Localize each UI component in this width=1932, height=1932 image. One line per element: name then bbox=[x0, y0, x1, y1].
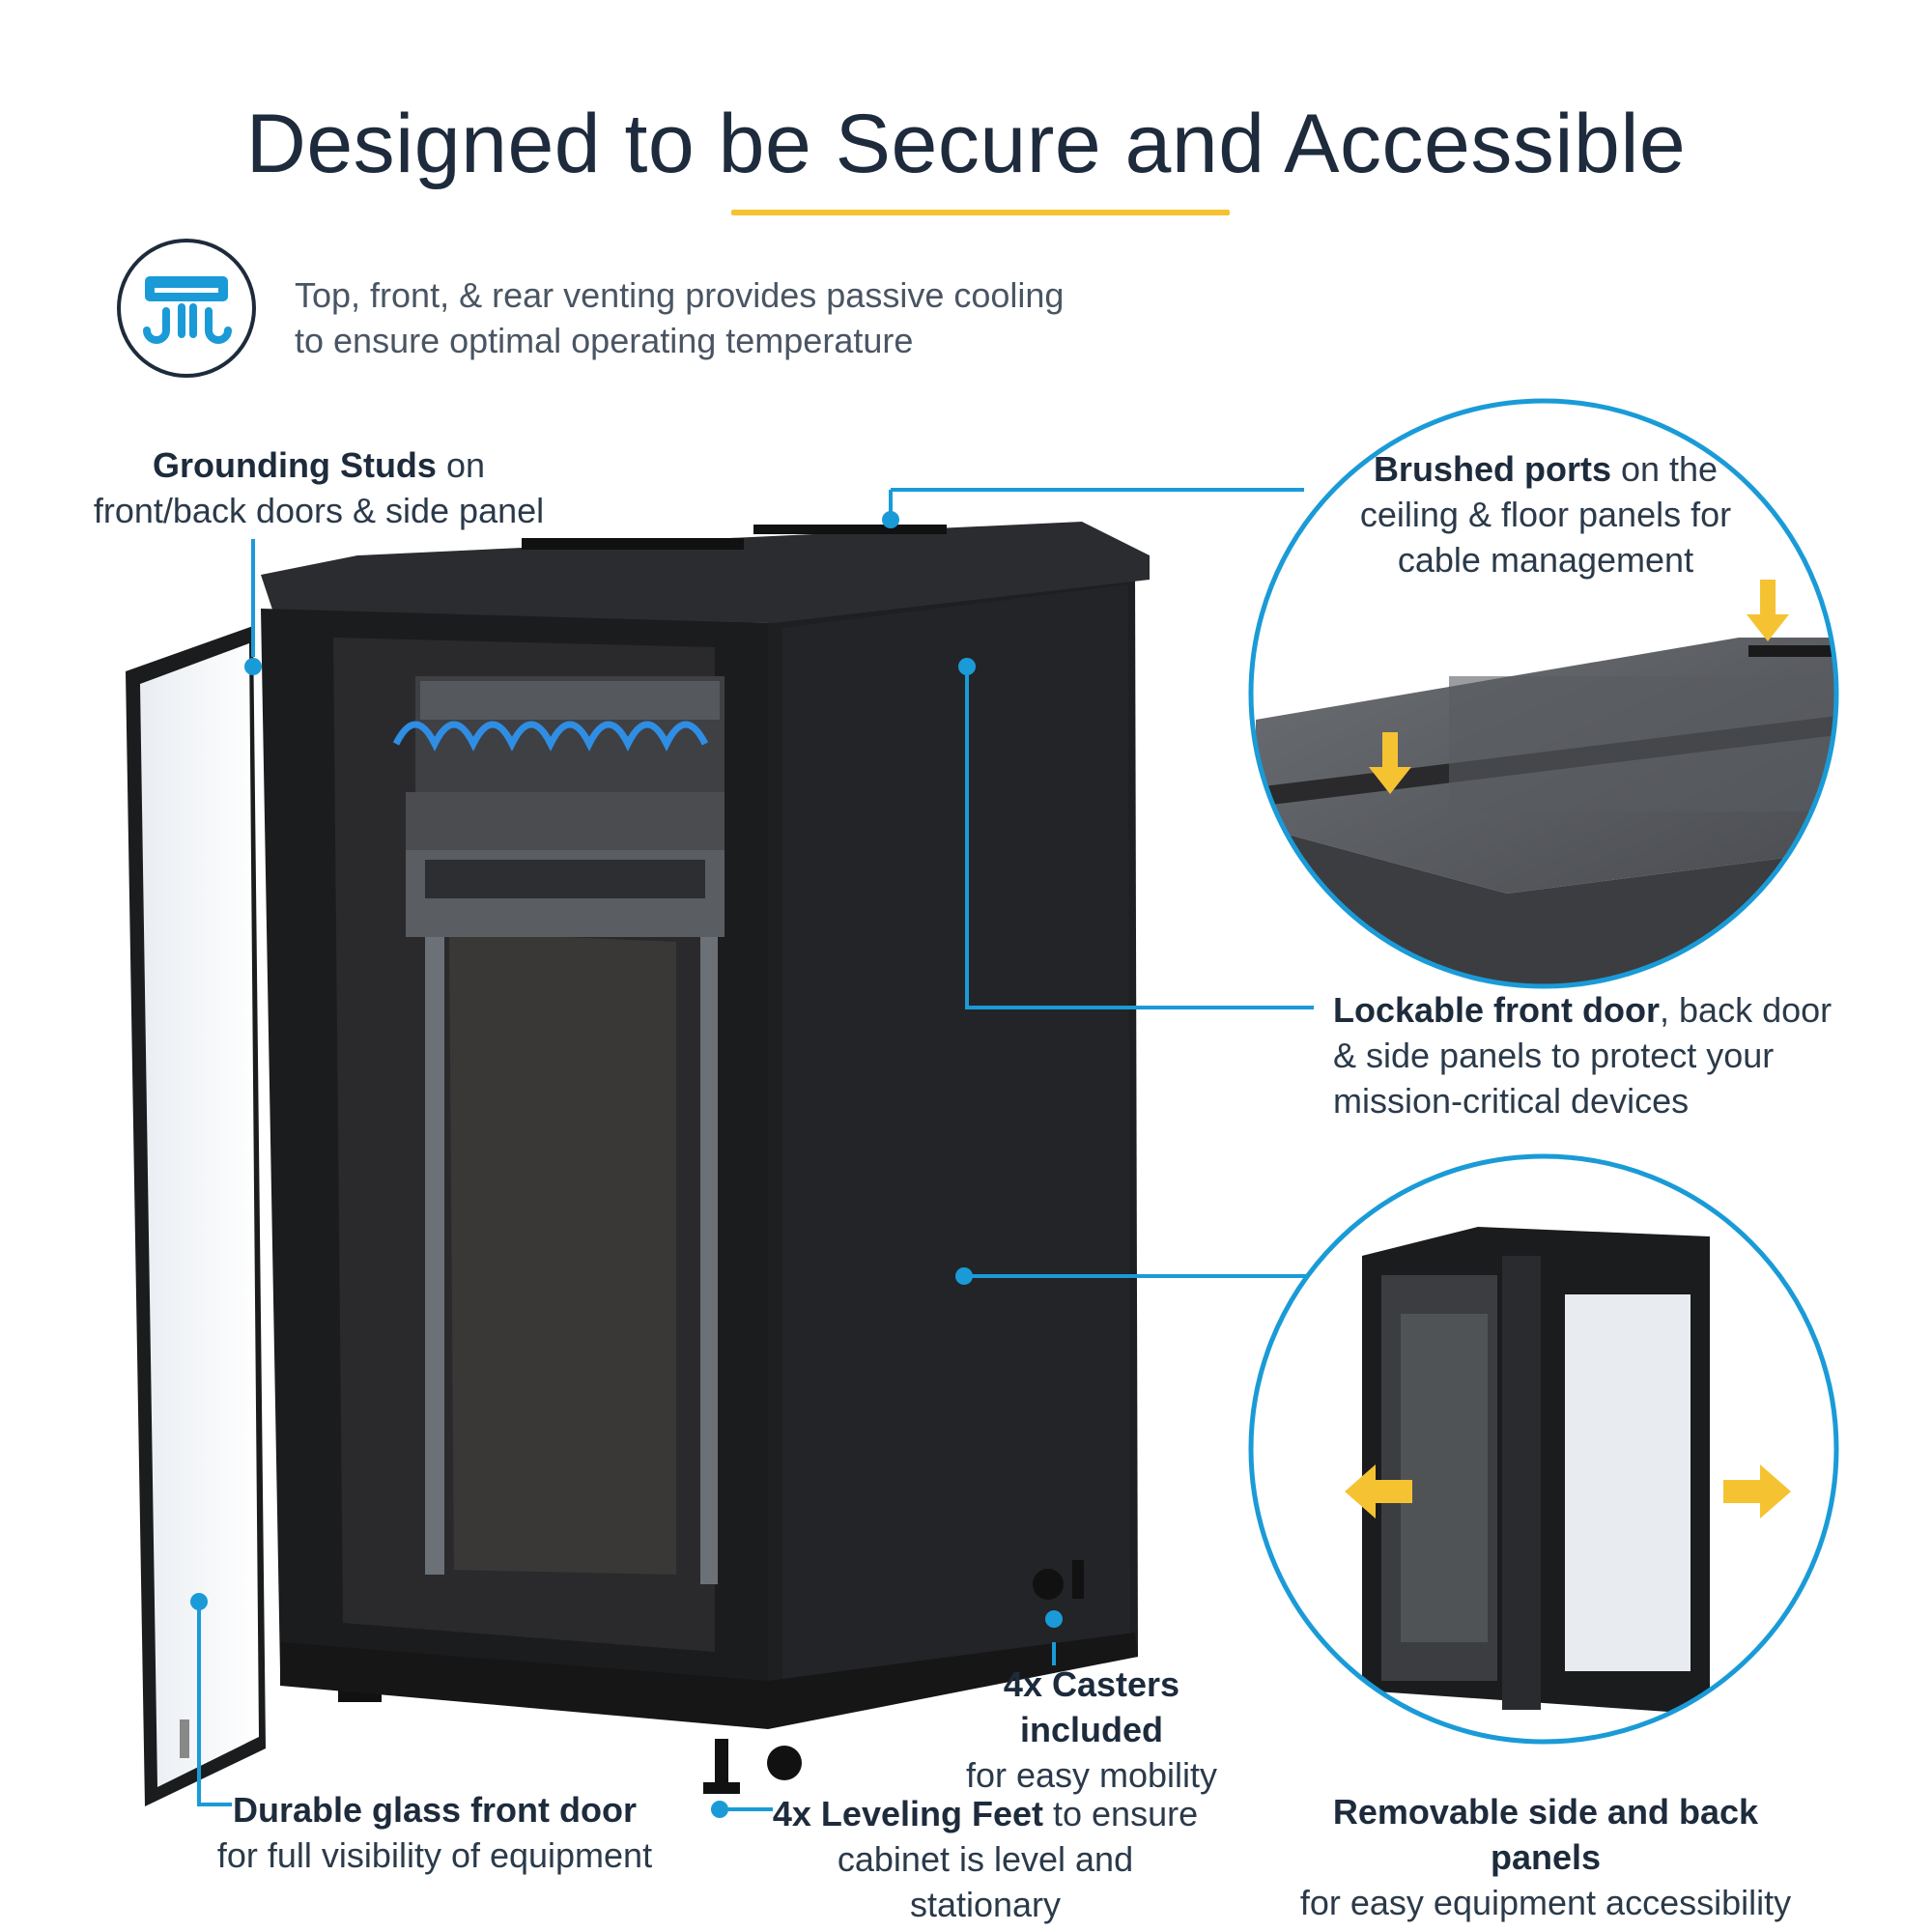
grounding-rest: on bbox=[436, 445, 485, 485]
title-underline bbox=[731, 210, 1230, 215]
callout-leveling-feet: 4x Leveling Feet to ensure cabinet is le… bbox=[763, 1791, 1208, 1927]
air-vent-icon bbox=[116, 238, 257, 379]
lockable-rest: , back door bbox=[1660, 990, 1833, 1030]
glass-bold: Durable glass front door bbox=[232, 1790, 638, 1830]
callout-casters: 4x Casters included for easy mobility bbox=[927, 1662, 1256, 1798]
glass-door bbox=[126, 626, 266, 1806]
callout-glass-door: Durable glass front door for full visibi… bbox=[203, 1787, 667, 1878]
brushed-port-detail bbox=[1248, 398, 1839, 989]
casters-bold: 4x Casters included bbox=[1003, 1664, 1180, 1749]
removable-bold: Removable side and back panels bbox=[1332, 1792, 1759, 1877]
casters-line-2: for easy mobility bbox=[965, 1755, 1218, 1795]
leveling-bold: 4x Leveling Feet bbox=[772, 1794, 1043, 1833]
brushed-bold: Brushed ports bbox=[1373, 449, 1611, 489]
callout-brushed-ports: Brushed ports on the ceiling & floor pan… bbox=[1343, 446, 1748, 582]
lockable-line-3: mission-critical devices bbox=[1333, 1081, 1690, 1121]
grounding-line-2: front/back doors & side panel bbox=[93, 491, 545, 530]
page-title: Designed to be Secure and Accessible bbox=[245, 98, 1687, 190]
venting-line-1: Top, front, & rear venting provides pass… bbox=[295, 275, 1065, 315]
callout-lockable-door: Lockable front door, back door & side pa… bbox=[1333, 987, 1874, 1123]
cabinet-top bbox=[261, 522, 1150, 623]
callout-removable-panels: Removable side and back panels for easy … bbox=[1275, 1789, 1816, 1925]
brushed-rest: on the bbox=[1610, 449, 1719, 489]
venting-description: Top, front, & rear venting provides pass… bbox=[295, 272, 1164, 363]
lockable-line-2: & side panels to protect your bbox=[1333, 1036, 1775, 1075]
leveling-rest: to ensure bbox=[1043, 1794, 1199, 1833]
rack-equipment bbox=[392, 676, 724, 937]
lockable-bold: Lockable front door bbox=[1333, 990, 1661, 1030]
venting-line-2: to ensure optimal operating temperature bbox=[295, 321, 914, 360]
removable-line-2: for easy equipment accessibility bbox=[1299, 1883, 1792, 1922]
callout-grounding-studs: Grounding Studs on front/back doors & si… bbox=[77, 442, 560, 533]
glass-line-2: for full visibility of equipment bbox=[216, 1835, 653, 1875]
leader-lines bbox=[190, 488, 1314, 1818]
brushed-line-3: cable management bbox=[1397, 540, 1694, 580]
brushed-line-2: ceiling & floor panels for bbox=[1359, 495, 1732, 534]
removable-panels-detail bbox=[1248, 1153, 1839, 1745]
leveling-line-2: cabinet is level and stationary bbox=[837, 1839, 1134, 1924]
grounding-bold: Grounding Studs bbox=[152, 445, 437, 485]
